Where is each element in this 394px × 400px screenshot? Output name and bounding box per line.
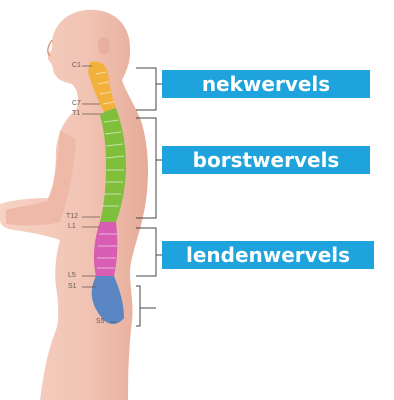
ear [98, 37, 110, 55]
label-borstwervels: borstwervels [162, 146, 370, 174]
vertebra-label-t12: T12 [66, 213, 78, 221]
label-nekwervels: nekwervels [162, 70, 370, 98]
vertebra-label-c7: C7 [72, 100, 81, 108]
vertebra-label-t1: T1 [72, 110, 80, 118]
vertebra-label-l5: L5 [68, 272, 76, 280]
vertebra-label-s5: S5 [96, 318, 105, 326]
vertebra-label-l1: L1 [68, 223, 76, 231]
vertebra-label-s1: S1 [68, 283, 77, 291]
vertebra-label-c1: C1 [72, 62, 81, 70]
label-lendenwervels: lendenwervels [162, 241, 374, 269]
